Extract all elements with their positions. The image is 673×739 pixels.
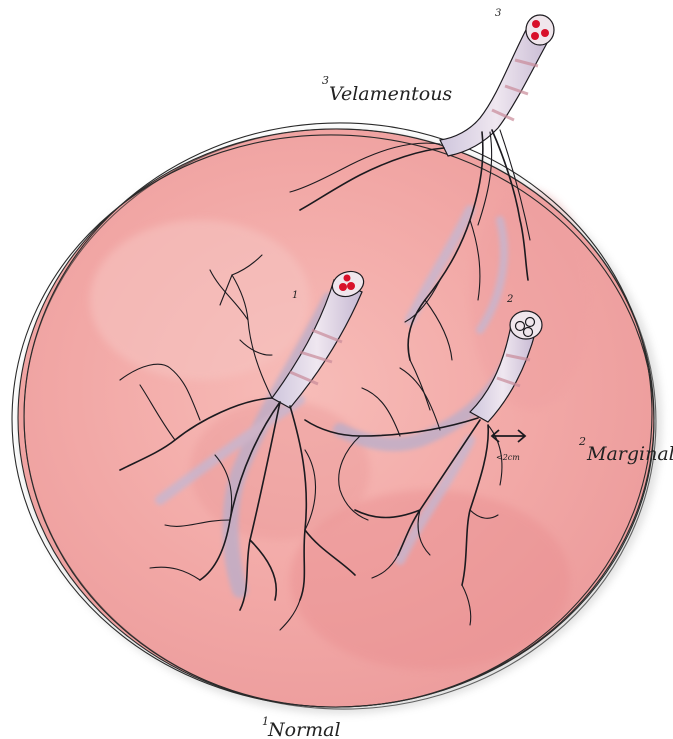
- placenta-disc: [5, 112, 671, 725]
- marker-marginal: 2: [506, 294, 513, 305]
- marker-velamentous: 3: [495, 8, 501, 19]
- label-velamentous-num: 3: [322, 74, 329, 87]
- velamentous-cord: [440, 15, 554, 156]
- label-marginal-num: 2: [578, 435, 586, 448]
- marker-normal: 1: [292, 290, 298, 301]
- label-normal: 1 Normal: [262, 715, 341, 739]
- label-marginal-text: Marginal: [586, 443, 673, 465]
- label-velamentous: 3 Velamentous: [322, 74, 452, 105]
- label-velamentous-text: Velamentous: [329, 83, 452, 105]
- label-normal-text: Normal: [267, 719, 341, 739]
- distance-label: <2cm: [496, 453, 520, 462]
- vessel-cut: [339, 283, 347, 291]
